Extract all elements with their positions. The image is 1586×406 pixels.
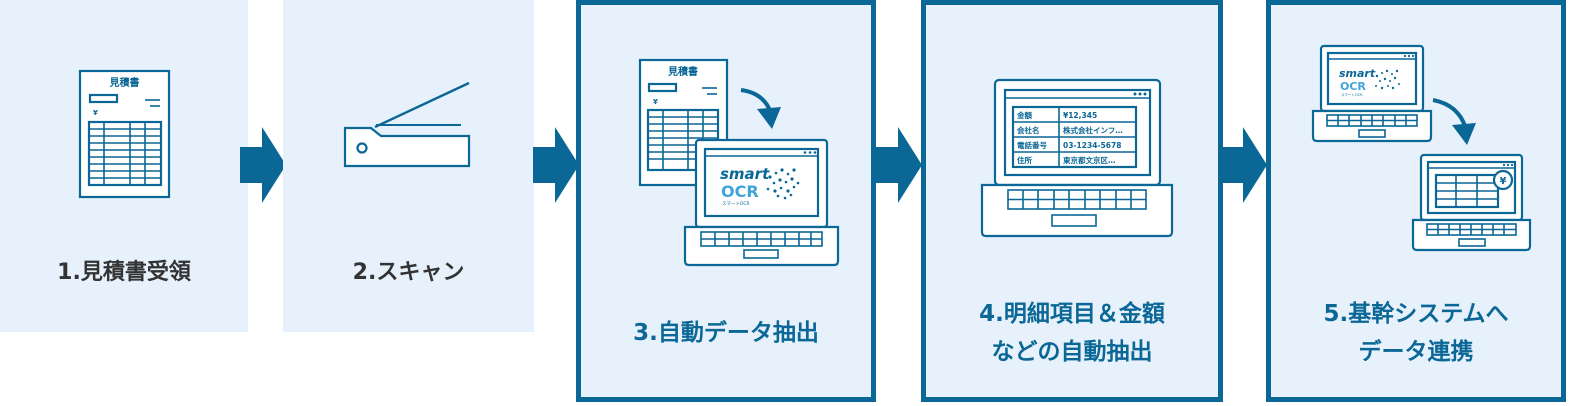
ocr-brand-sub: スマートOCR [1341,92,1363,97]
table-value: ¥12,345 [1063,111,1097,120]
ocr-brand-sub: スマートOCR [722,201,750,207]
step-label-4-line2: などの自動抽出 [991,339,1153,365]
quotation-document-icon: 見積書 ¥ [78,69,171,199]
arrow-right-icon [533,127,579,203]
step-panel-2: 2.スキャン [283,0,534,332]
scanner-icon [343,81,471,168]
laptop-to-laptop-icon: smart OCR スマートOCR [1311,44,1532,252]
ocr-brand-word1: smart [1339,67,1376,80]
step-label-1: 1.見積書受領 [57,260,191,285]
arrow-right-icon [876,127,922,203]
step-label-2: 2.スキャン [352,260,465,285]
ocr-brand-word2: OCR [721,182,759,201]
arrow-right-icon [1221,127,1267,203]
ocr-brand-word1: smart [720,165,770,183]
step-label-5-line1: 5.基幹システムへ [1323,301,1509,327]
doc-title-text: 見積書 [109,76,140,89]
step-panel-4: 金額 ¥12,345 会社名 株式会社インフ… 電話番号 03-1234-567… [921,0,1223,402]
step-label-4-line1: 4.明細項目＆金額 [979,301,1165,327]
table-value: 03-1234-5678 [1063,141,1121,150]
extracted-table: 金額 ¥12,345 会社名 株式会社インフ… 電話番号 03-1234-567… [1016,110,1123,165]
document-to-laptop-icon: 見積書 ¥ smart OCR スマートOCR [638,58,840,267]
ocr-dots-icon [766,168,800,200]
step-label-3: 3.自動データ抽出 [633,320,819,346]
coin-currency-text: ¥ [1500,176,1507,187]
table-value: 東京都文京区… [1063,155,1116,165]
table-key: 会社名 [1017,125,1040,135]
step-label-5-line2: データ連携 [1358,339,1474,365]
step-label-5: 5.基幹システムへ データ連携 [1271,295,1561,371]
step-panel-5: smart OCR スマートOCR [1266,0,1566,402]
table-value: 株式会社インフ… [1063,125,1123,135]
doc-title-text: 見積書 [667,65,698,78]
ocr-brand-word2: OCR [1340,80,1366,93]
doc-currency-text: ¥ [93,109,98,117]
step-panel-3: 見積書 ¥ smart OCR スマートOCR [576,0,876,402]
arrow-right-icon [240,127,286,203]
yen-coin-icon [1492,169,1514,191]
step-panel-1: 見積書 ¥ 1.見積書受領 [0,0,248,332]
laptop-with-table-icon: 金額 ¥12,345 会社名 株式会社インフ… 電話番号 03-1234-567… [980,78,1174,238]
table-key: 電話番号 [1017,140,1047,150]
doc-currency-text: ¥ [653,98,658,106]
table-key: 住所 [1017,155,1033,165]
step-label-4: 4.明細項目＆金額 などの自動抽出 [926,295,1218,371]
ocr-dots-icon [1375,69,1400,90]
table-key: 金額 [1016,110,1033,120]
